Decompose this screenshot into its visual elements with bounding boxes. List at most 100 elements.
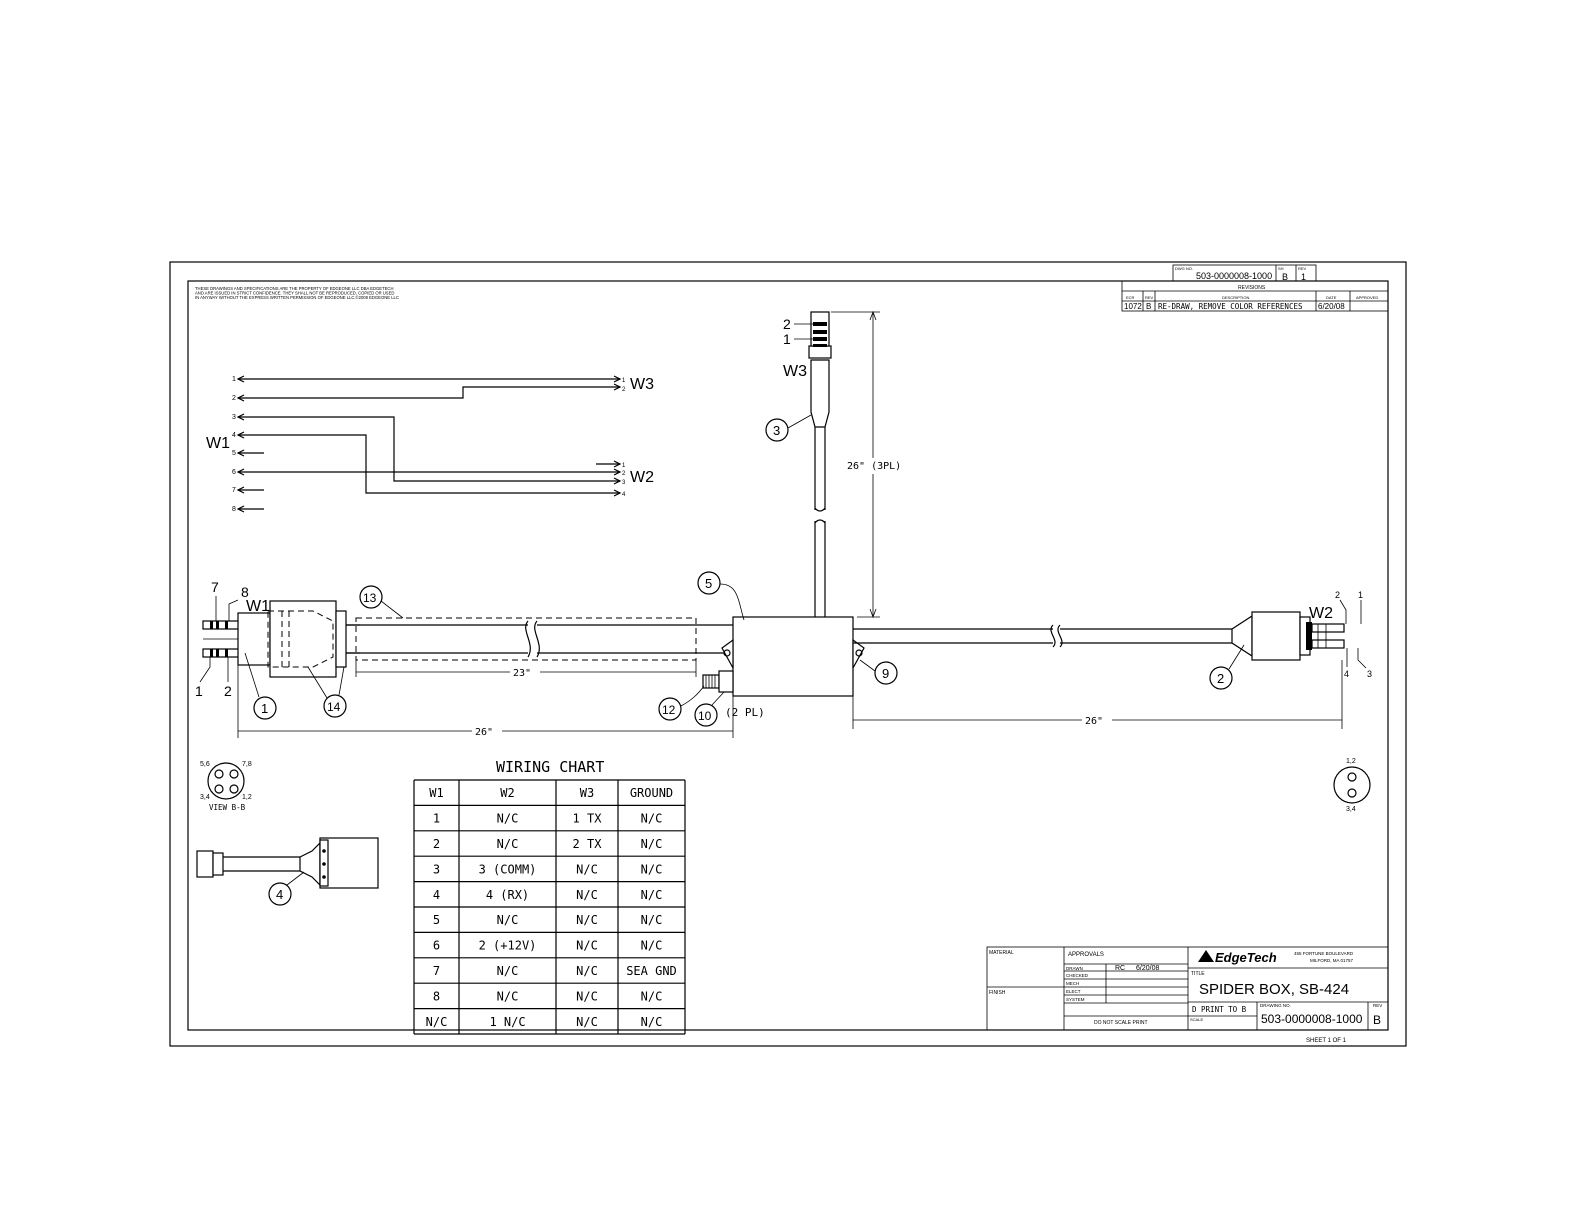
title-block: MATERIAL FINISH APPROVALS DRAWN RC 6/20/…	[986, 946, 1389, 1044]
w2-end-bottom: 3,4	[1346, 806, 1356, 813]
w2-schematic-pin-2: 2	[622, 471, 626, 477]
balloon-1: 1	[244, 652, 277, 720]
wiring-chart-cell: 7	[433, 964, 440, 978]
w2-pin-3-label: 3	[1367, 669, 1372, 679]
wiring-chart-cell: N/C	[576, 989, 598, 1003]
wiring-chart-cell: 1	[433, 812, 440, 826]
wiring-chart-cell: N/C	[576, 913, 598, 927]
view-b-b: 5,6 7,8 3,4 1,2 VIEW B-B	[200, 761, 252, 812]
tb-approvals: APPROVALS	[1068, 952, 1104, 958]
wiring-chart-title: WIRING CHART	[496, 758, 604, 776]
sheet-outer-border	[169, 261, 1407, 1047]
tb-drawn-date: 6/20/08	[1136, 965, 1159, 972]
rev-value-top: 1	[1301, 272, 1306, 282]
w1-pin-8: 8	[232, 506, 236, 513]
wiring-chart-cell: N/C	[576, 964, 598, 978]
w2-schematic-label: W2	[630, 469, 654, 486]
w1-schematic-label: W1	[206, 435, 230, 452]
svg-text:5: 5	[705, 576, 712, 591]
rev-header-date: DATE	[1326, 295, 1337, 300]
tb-address-2: MILFORD, MA 01757	[1310, 958, 1354, 963]
dim-26-vertical-text: 26" (3PL)	[847, 461, 901, 472]
wiring-chart-cell: N/C	[497, 989, 519, 1003]
proprietary-notice: THESE DRAWINGS AND SPECIFICATIONS ARE TH…	[195, 286, 399, 300]
rev-row-description: RE-DRAW, REMOVE COLOR REFERENCES	[1158, 302, 1303, 311]
rev-row-rev: B	[1146, 302, 1151, 311]
svg-text:1: 1	[261, 701, 268, 716]
rev-label-top: REV	[1298, 266, 1307, 271]
w1-assembly-label: W1	[246, 598, 270, 615]
dwg-no-value: 503-0000008-1000	[1196, 271, 1272, 281]
spider-box-body	[732, 616, 854, 697]
view-b-tl: 5,6	[200, 761, 210, 768]
w3-pin-1-label: 1	[783, 331, 791, 347]
w1-pin-3: 3	[232, 414, 236, 421]
w1-pin-7-label: 7	[211, 579, 219, 595]
dwg-number-box: DWG NO. 503-0000008-1000 SH B REV 1	[1172, 264, 1317, 282]
wiring-chart-cell: N/C	[641, 1015, 663, 1029]
dimension-23: 23"	[355, 660, 697, 679]
tb-sheet: SHEET 1 OF 1	[1306, 1038, 1347, 1044]
balloon-4-text: 4	[276, 887, 283, 902]
balloon-12: 12	[658, 685, 705, 721]
wiring-chart-cell: 3 (COMM)	[479, 862, 537, 876]
wiring-chart-cell: 4 (RX)	[486, 888, 529, 902]
notice-line-2: AND ARE ISSUED IN STRICT CONFIDENCE. THE…	[195, 291, 394, 296]
notice-line-1: THESE DRAWINGS AND SPECIFICATIONS ARE TH…	[195, 286, 393, 291]
w1-connector-pins	[202, 620, 240, 658]
sh-label: SH	[1278, 266, 1284, 271]
svg-text:9: 9	[882, 666, 889, 681]
tb-drawn: DRAWN	[1066, 966, 1083, 971]
wiring-chart-cell: 1 N/C	[489, 1015, 525, 1029]
wiring-chart-cell: N/C	[641, 812, 663, 826]
svg-text:13: 13	[363, 591, 377, 605]
w2-schematic-pin-3: 3	[622, 480, 626, 486]
w1-pin-5: 5	[232, 450, 236, 457]
svg-text:2: 2	[1217, 671, 1224, 686]
dim-26-left-text: 26"	[475, 727, 493, 738]
w2-end-view: 1,2 3,4	[1333, 758, 1371, 813]
wiring-chart-header: GROUND	[630, 786, 673, 800]
wiring-chart-cell: 8	[433, 989, 440, 1003]
tb-rev: B	[1373, 1013, 1381, 1027]
rev-header-ecr: ECR	[1126, 295, 1135, 300]
w2-assembly-label: W2	[1309, 605, 1333, 622]
tb-rev-label: REV	[1373, 1003, 1382, 1008]
rev-header-description: DESCRIPTION	[1222, 295, 1249, 300]
wiring-chart-cell: 2 TX	[573, 837, 603, 851]
w2-schematic-pin-4: 4	[622, 492, 626, 498]
wiring-chart-header: W2	[500, 786, 514, 800]
rev-row-ecr: 1072	[1124, 302, 1142, 311]
svg-text:14: 14	[327, 700, 341, 714]
tb-title-label: TITLE	[1191, 971, 1205, 977]
wiring-chart-cell: 3	[433, 862, 440, 876]
item-4-detail: 4	[196, 837, 379, 906]
w3-assembly-label: W3	[783, 363, 807, 380]
dim-23-text: 23"	[513, 668, 531, 679]
tb-drawing-no: 503-0000008-1000	[1261, 1012, 1363, 1026]
tb-title: SPIDER BOX, SB-424	[1199, 981, 1349, 998]
w2-pin-2-label: 2	[1335, 590, 1340, 600]
wiring-chart-cell: N/C	[641, 888, 663, 902]
w1-pin-4: 4	[232, 432, 236, 439]
w3-schematic-label: W3	[630, 376, 654, 393]
balloon-5: 5	[697, 571, 745, 621]
w2-connector-body	[1251, 611, 1301, 661]
cable-assembly: W1 W2 W3 7 8 1 2 2 1 2 1 4 3 23"	[195, 310, 1372, 738]
wiring-chart-cell: N/C	[497, 812, 519, 826]
w2-pin-4-label: 4	[1344, 669, 1349, 679]
w3-schematic-pin-2: 2	[622, 387, 626, 393]
tb-company: EdgeTech	[1215, 950, 1277, 965]
wiring-chart-cell: N/C	[641, 913, 663, 927]
sheet-inner-border	[187, 280, 1389, 1031]
w1-pin-7: 7	[232, 487, 236, 494]
w1-connector-body	[237, 612, 271, 666]
wiring-chart-cell: 2	[433, 837, 440, 851]
wiring-chart-cell: N/C	[497, 913, 519, 927]
balloon-2: 2	[1209, 644, 1245, 690]
view-b-tr: 7,8	[242, 761, 252, 768]
notice-line-3: IN ANYWAY WITHOUT THE EXPRESS WRITTEN PE…	[195, 295, 399, 300]
w1-overmold	[269, 600, 337, 678]
